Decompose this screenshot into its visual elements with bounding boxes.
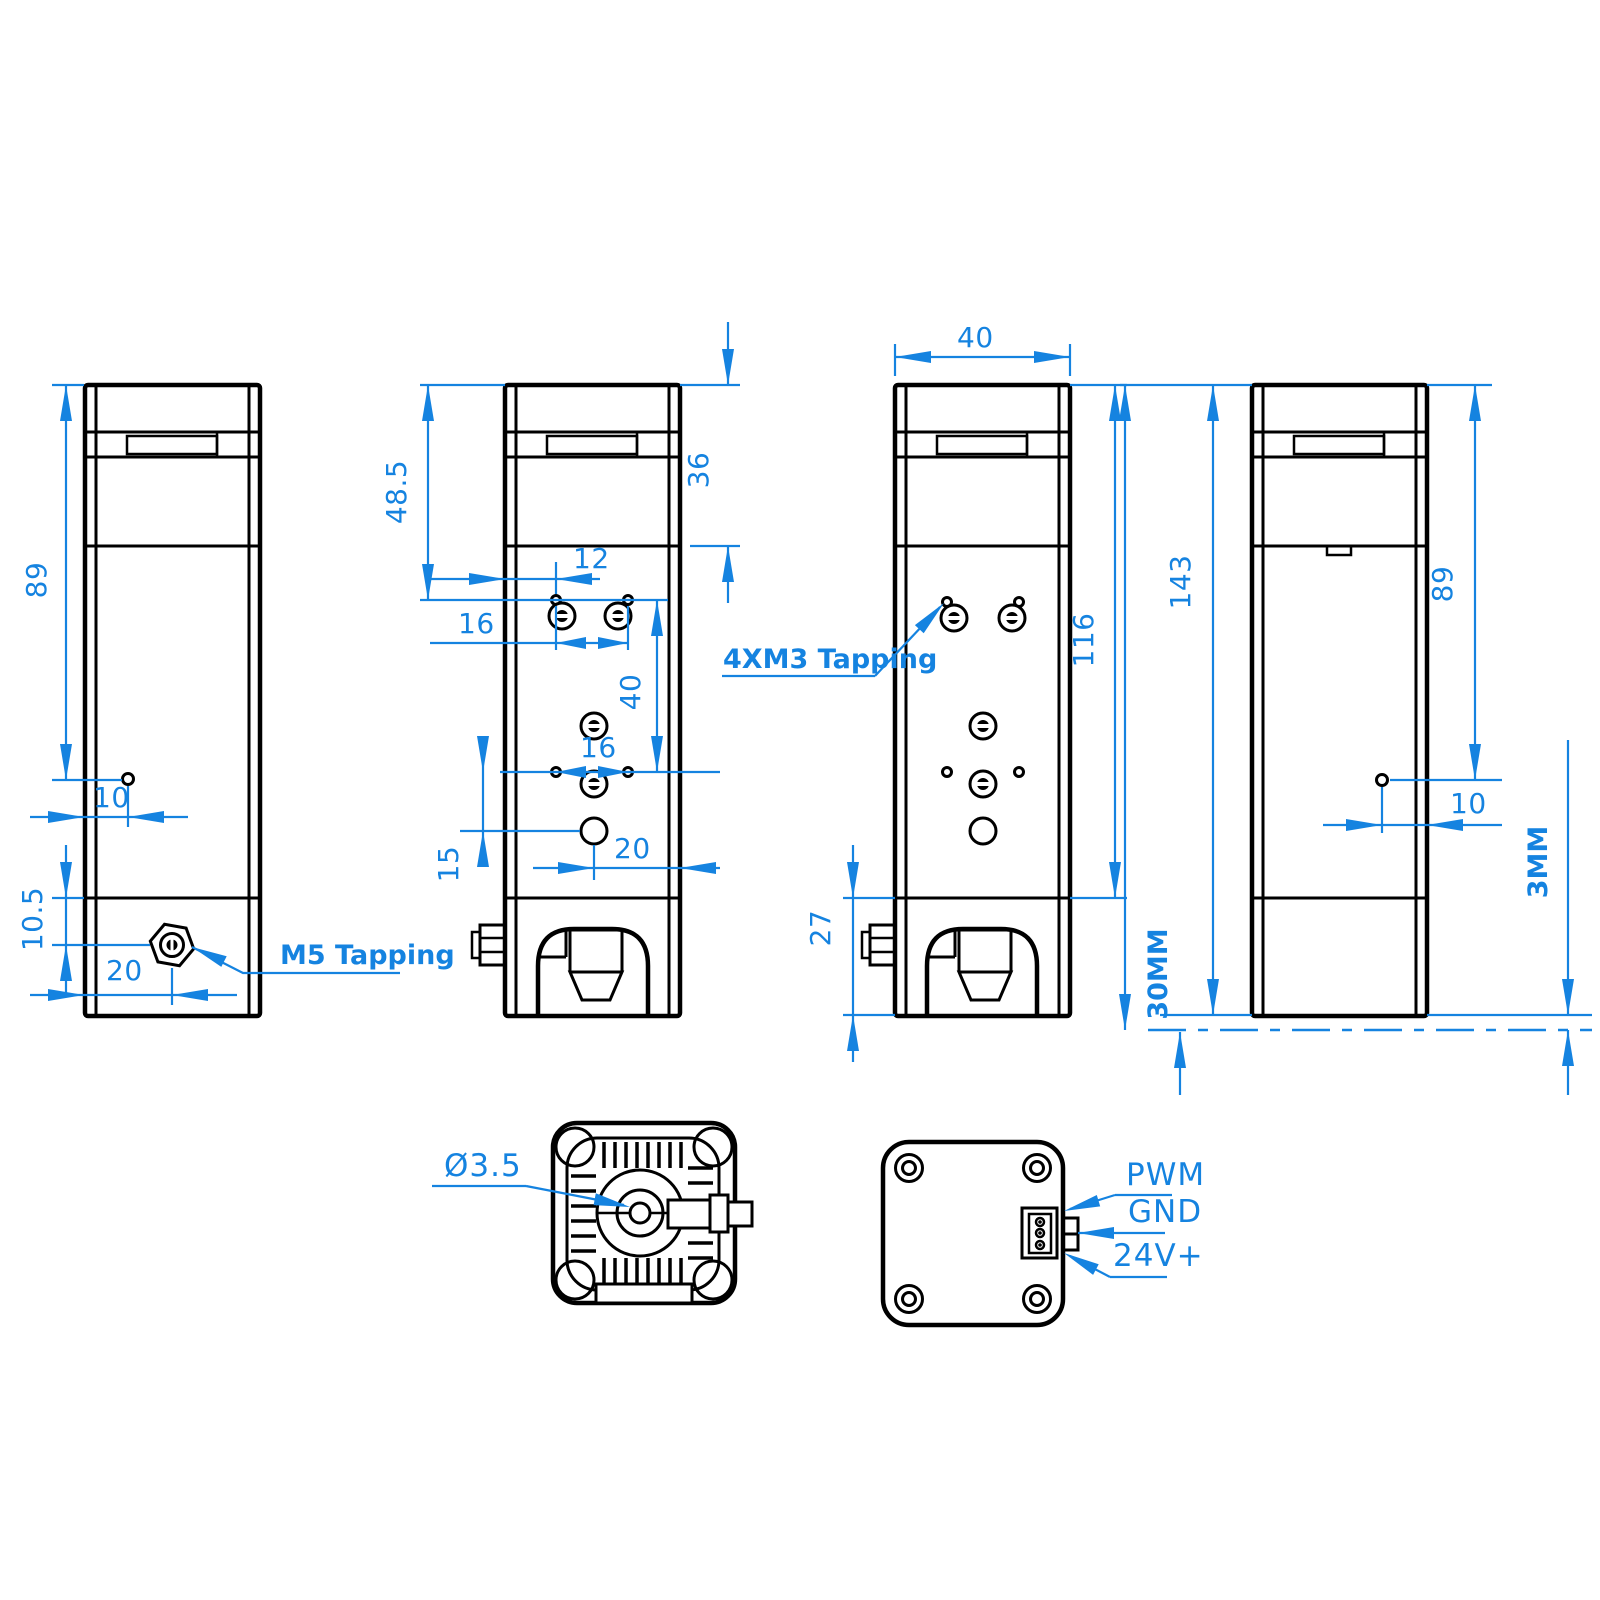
left-side-lens-hole [579,816,609,846]
power-connector [1020,1206,1080,1260]
heatsink-bottom-slot [594,1282,694,1305]
pin-label-pwm: PWM [1126,1157,1205,1193]
dim-nozzle-height: 15 [432,846,465,883]
front-body-outline [82,382,263,1019]
m5-tapping-hole [148,922,196,968]
front-pin-hole [121,772,135,786]
pin-label-gnd: GND [1128,1194,1202,1230]
left-side-nozzle [535,926,651,1016]
dim-front-hole-offset: 10 [93,781,130,814]
dim-front-m5-offset: 20 [106,954,143,987]
left-side-view [470,382,683,1019]
dim-top-section: 48.5 [380,460,413,524]
right-side-view [1249,382,1430,1019]
dim-total-height: 143 [1164,555,1197,610]
pin-label-24v: 24V+ [1113,1238,1204,1274]
heatsink-fins [571,1142,713,1284]
dim-row-span: 40 [614,674,647,711]
dim-aperture-diameter: Ø3.5 [444,1148,522,1184]
right-side-notch [1325,544,1353,557]
top-connector-view [880,1139,1080,1328]
dim-front-m5-height: 10.5 [16,887,49,951]
front-top-vent [125,434,219,456]
back-lens-hole [968,816,998,846]
dim-hole-span-bottom: 16 [580,731,617,764]
left-side-body-outline [502,382,683,1019]
front-view-dimensions: 89 10 10.5 20 M5 Tapping [16,383,455,1005]
callout-m3-tapping: 4XM3 Tapping [723,644,937,675]
right-side-view-dimensions: 143 30MM 89 10 3MM [1119,383,1592,1095]
dim-edge-to-hole: 12 [573,542,610,575]
right-side-body-outline [1249,382,1430,1019]
bottom-heatsink-view [550,1120,754,1306]
back-cap-screws [939,603,1027,799]
dim-back-bottom-section: 27 [804,910,837,947]
back-nozzle [924,926,1040,1016]
dim-front-height: 89 [20,562,53,599]
right-side-pin-hole [1375,773,1389,787]
connector-pin-labels: PWM GND 24V+ [1064,1157,1205,1279]
dim-nozzle-offset: 20 [614,832,651,865]
laser-aperture [628,1201,652,1225]
dim-focus-gap: 3MM [1523,826,1554,899]
callout-m5-tapping: M5 Tapping [280,940,455,971]
bottom-view-dimensions: Ø3.5 [432,1148,630,1207]
back-view-dimensions: 40 116 27 4XM3 Tapping [722,321,1127,1062]
back-view [860,382,1073,1019]
right-side-top-vent [1292,434,1386,456]
left-side-button [470,923,507,967]
dim-back-body-height: 116 [1067,613,1100,668]
left-side-top-vent [545,434,639,456]
dim-back-width: 40 [957,321,994,354]
back-top-vent [935,434,1029,456]
left-side-view-dimensions: 48.5 36 12 16 40 16 15 [380,322,740,882]
dim-right-height: 89 [1426,566,1459,603]
back-side-button [860,923,897,967]
focus-knob [666,1193,754,1234]
plate-corner-screws [894,1153,1052,1314]
front-view [82,382,263,1019]
back-body-outline [892,382,1073,1019]
dim-right-hole-offset: 10 [1450,787,1487,820]
dim-focus-distance: 30MM [1143,928,1174,1019]
dim-hole-span-top: 16 [458,607,495,640]
dim-cap-height: 36 [682,452,715,489]
